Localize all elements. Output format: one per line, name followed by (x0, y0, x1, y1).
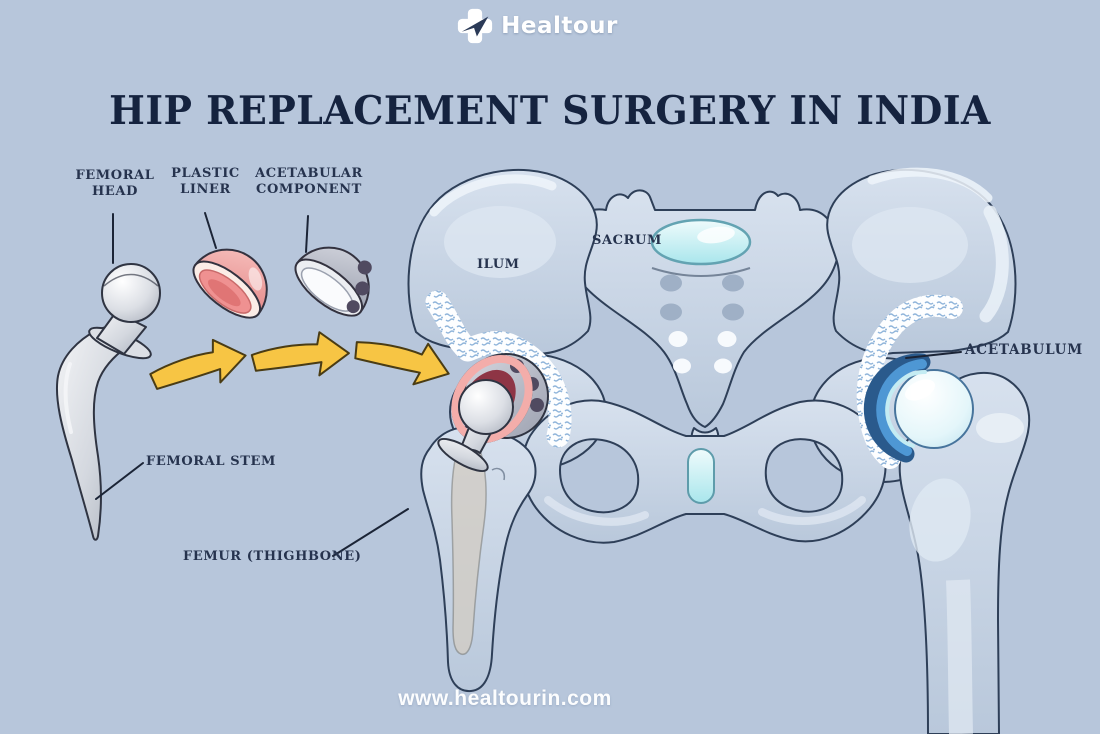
website-url: www.healtourin.com (398, 687, 612, 710)
femoral-head-ball (101, 263, 161, 323)
label-acetabular-component: ACETABULAR COMPONENT (255, 166, 363, 198)
label-sacrum: SACRUM (592, 233, 662, 248)
brand-logo: Healtour (0, 7, 1100, 45)
acetabular-component-cup (294, 246, 372, 317)
label-leader-lines (95, 212, 962, 557)
arrow-icon (250, 331, 350, 377)
left-ilium-bone (407, 168, 598, 355)
plastic-liner-cup (192, 248, 268, 319)
right-hip-joint (863, 353, 974, 463)
label-femur: FEMUR (THIGHBONE) (183, 549, 362, 564)
right-femoral-head (894, 369, 974, 449)
femoral-implant (55, 263, 161, 541)
implanted-prosthesis (437, 353, 549, 473)
label-acetabulum: ACETABULUM (965, 342, 1083, 358)
brand-name: Healtour (501, 13, 618, 39)
implanted-femoral-head (458, 379, 514, 435)
label-femoral-head: FEMORAL HEAD (75, 168, 155, 200)
pelvis-illustration (407, 167, 1031, 734)
label-plastic-liner: PLASTIC LINER (171, 166, 240, 198)
right-ilium-bone (826, 167, 1017, 355)
sacral-foramina (660, 274, 744, 374)
medical-cross-plane-icon (458, 8, 493, 44)
pubic-symphysis (687, 448, 715, 504)
arrow-icon (354, 341, 450, 386)
label-femoral-stem: FEMORAL STEM (146, 454, 276, 469)
left-femur-bone (420, 426, 537, 693)
implanted-collar (437, 437, 489, 473)
arrow-icon (149, 338, 247, 390)
intervertebral-disc (650, 218, 752, 266)
right-femur-bone (898, 371, 1031, 734)
page-title: HIP REPLACEMENT SURGERY IN INDIA (109, 88, 991, 135)
flow-arrows (149, 331, 450, 390)
exploded-implant-components (55, 246, 372, 541)
label-ilum: ILUM (477, 257, 520, 272)
